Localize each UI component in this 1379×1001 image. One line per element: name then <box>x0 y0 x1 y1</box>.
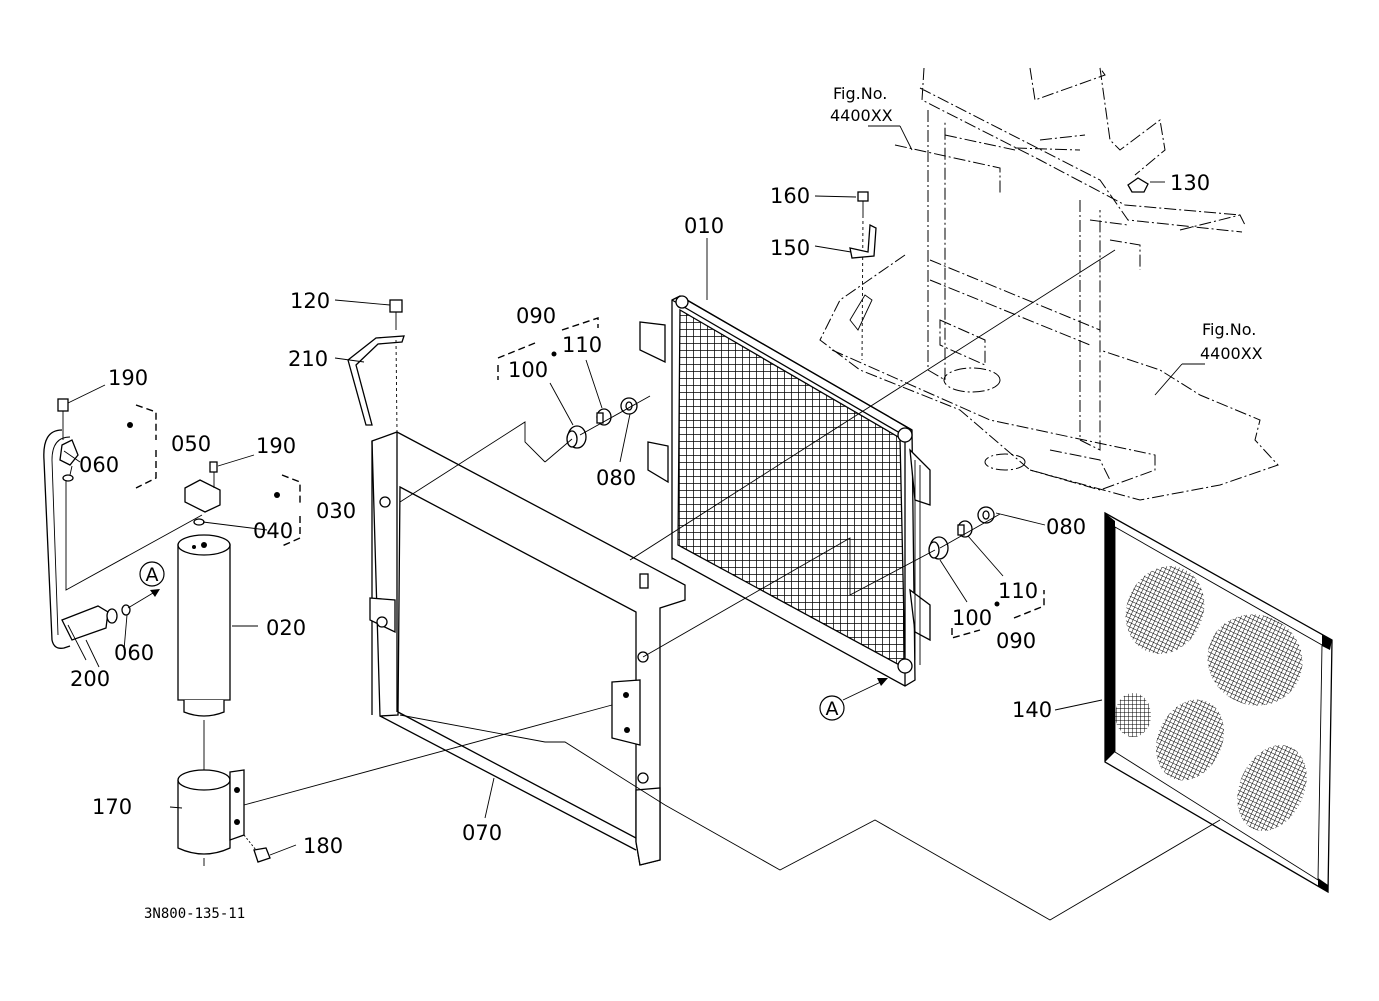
mount-right <box>928 506 995 560</box>
cabin-frame <box>819 67 1279 501</box>
callout-070: 070 <box>462 821 502 845</box>
fig-ref-right-label: Fig.No. <box>1202 320 1256 339</box>
connection-mark-right: A <box>819 695 845 721</box>
part-010-condenser <box>639 295 931 687</box>
callout-170: 170 <box>92 795 132 819</box>
callout-080-left: 080 <box>596 466 636 490</box>
part-170-clamp <box>177 769 245 866</box>
connection-mark-left-letter: A <box>146 564 159 586</box>
group-brackets <box>135 317 1045 639</box>
callout-080-right: 080 <box>1046 515 1086 539</box>
callout-100-right: 100 <box>952 606 992 630</box>
part-050-pipe <box>43 398 79 649</box>
callout-190-lower: 190 <box>256 434 296 458</box>
part-130-wingnut <box>1127 177 1149 193</box>
part-070-frame <box>369 431 686 866</box>
callout-190-upper: 190 <box>108 366 148 390</box>
fig-ref-top-label: Fig.No. <box>833 84 887 103</box>
callout-140: 140 <box>1012 698 1052 722</box>
callout-090-lower: 090 <box>996 629 1036 653</box>
part-200-fitting <box>61 604 131 641</box>
callout-150: 150 <box>770 236 810 260</box>
callout-060-lower: 060 <box>114 641 154 665</box>
part-150-bracket <box>849 223 877 331</box>
part-030-head <box>184 461 221 526</box>
callout-130: 130 <box>1170 171 1210 195</box>
part-210-bracket <box>347 335 405 426</box>
connection-mark-left: A <box>139 561 165 587</box>
assembly-lines <box>65 249 1221 921</box>
part-140-screen <box>1104 511 1333 894</box>
callout-120: 120 <box>290 289 330 313</box>
callout-020: 020 <box>266 616 306 640</box>
callout-040: 040 <box>253 519 293 543</box>
leader-lines <box>63 125 1205 856</box>
connection-mark-right-letter: A <box>826 698 839 720</box>
callout-110-left: 110 <box>562 333 602 357</box>
part-180-bolt <box>243 834 271 863</box>
figure-references: Fig.No. 4400XX Fig.No. 4400XX <box>830 84 1263 363</box>
callout-050: 050 <box>171 432 211 456</box>
fig-ref-top-number: 4400XX <box>830 106 893 125</box>
part-120-bolt <box>389 299 403 433</box>
connection-arrow-right <box>842 678 888 701</box>
callout-100-left: 100 <box>508 358 548 382</box>
callout-030: 030 <box>316 499 356 523</box>
callout-090-upper: 090 <box>516 304 556 328</box>
callout-060-upper: 060 <box>79 453 119 477</box>
callout-200: 200 <box>70 667 110 691</box>
part-160-bolt <box>857 191 869 361</box>
callout-010: 010 <box>684 214 724 238</box>
group-dots <box>127 351 1000 607</box>
callout-210: 210 <box>288 347 328 371</box>
callout-110-right: 110 <box>998 579 1038 603</box>
mount-left <box>566 397 638 449</box>
callout-160: 160 <box>770 184 810 208</box>
connection-arrow-left <box>127 589 160 609</box>
callout-labels: 010 020 030 040 050 060 060 070 080 080 … <box>70 171 1210 858</box>
callout-180: 180 <box>303 834 343 858</box>
part-020-receiver <box>177 534 231 772</box>
drawing-number: 3N800-135-11 <box>144 906 245 922</box>
fig-ref-right-number: 4400XX <box>1200 344 1263 363</box>
